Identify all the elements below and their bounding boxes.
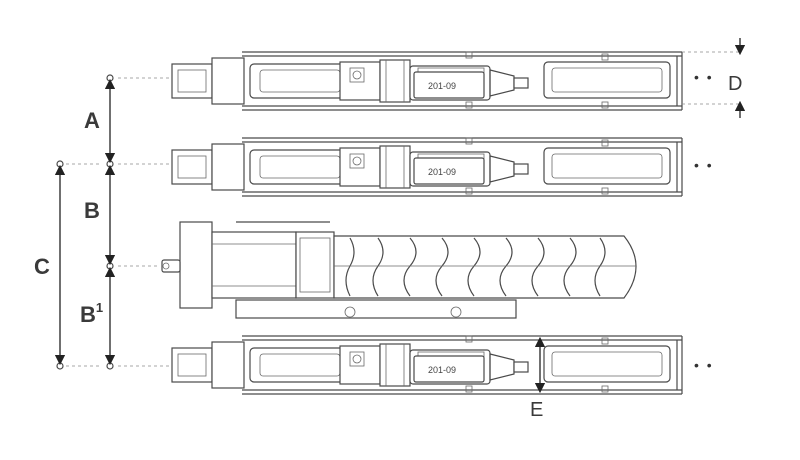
dimension-arrows bbox=[54, 38, 746, 394]
plate-label-bottom: 201-09 bbox=[428, 365, 456, 375]
label-e: E bbox=[530, 399, 543, 421]
label-c: C bbox=[34, 254, 50, 279]
dimension-labels: A B B1 C D E bbox=[34, 73, 742, 421]
label-a: A bbox=[84, 108, 100, 133]
plate-label-top: 201-09 bbox=[428, 81, 456, 91]
label-b: B bbox=[84, 198, 100, 223]
continuation-dots-top: • • bbox=[694, 69, 714, 85]
plate-label-second: 201-09 bbox=[428, 167, 456, 177]
label-b1: B1 bbox=[80, 300, 103, 327]
frame-plates: 201-09 201-09 201-09 bbox=[413, 71, 485, 383]
label-d: D bbox=[728, 73, 742, 95]
label-b1-sup: 1 bbox=[96, 300, 103, 315]
tire-tread bbox=[334, 237, 636, 297]
leader-lines bbox=[66, 51, 740, 367]
continuation-dots-second: • • bbox=[694, 157, 714, 173]
loaded-tire-unit bbox=[161, 221, 637, 319]
continuation-dots-bottom: • • bbox=[694, 357, 714, 373]
label-b1-base: B bbox=[80, 302, 96, 327]
continuation-marks: • • • • • • bbox=[694, 69, 714, 373]
